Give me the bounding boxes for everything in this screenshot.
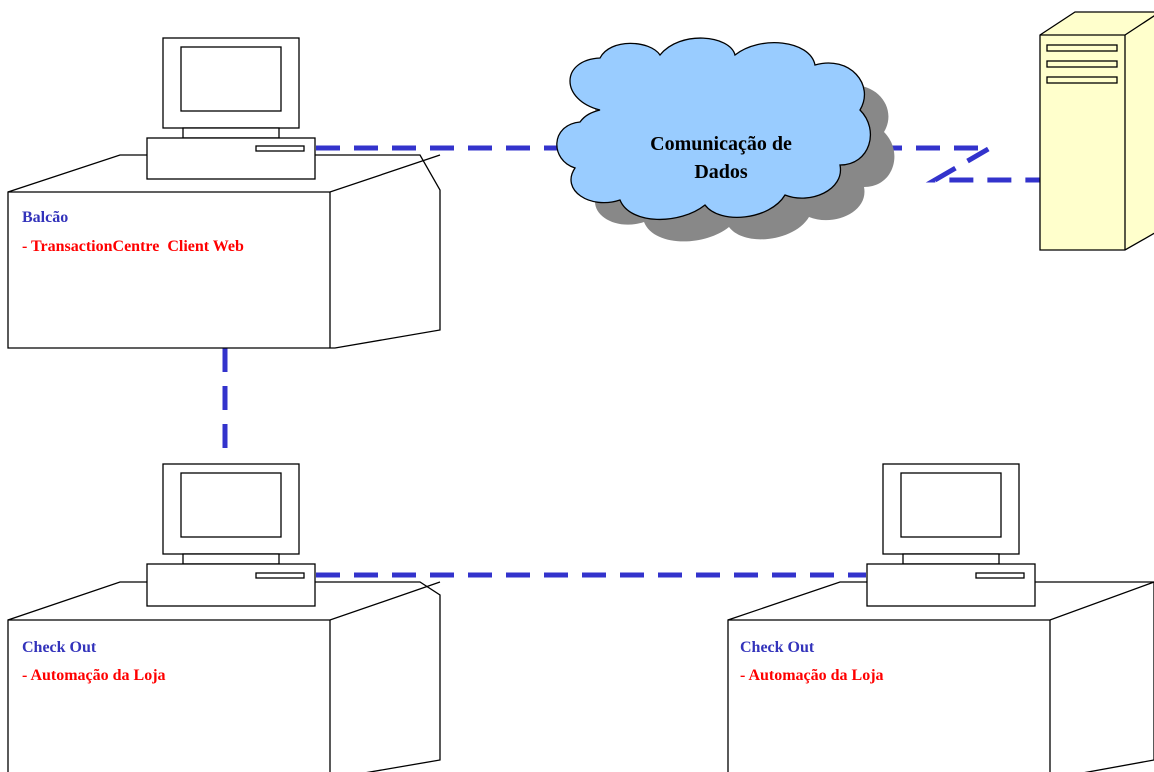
checkout-right-title: Check Out: [740, 639, 815, 656]
balcao-title: Balcão: [22, 209, 68, 226]
cloud-label-line1: Comunicação de: [650, 133, 792, 155]
balcao-subtitle: - TransactionCentre Client Web: [22, 238, 244, 255]
checkout-left-title: Check Out: [22, 639, 97, 656]
cloud-body: [556, 37, 871, 221]
checkout-right-subtitle: - Automação da Loja: [740, 667, 884, 684]
cloud-label-line2: Dados: [694, 161, 748, 183]
server-tower-icon: [1039, 11, 1154, 251]
checkout-right-workstation: Check Out - Automação da Loja: [727, 463, 1154, 772]
desk-box: [7, 581, 441, 772]
desk-box: [727, 581, 1154, 772]
desktop-computer-icon: [866, 463, 1036, 607]
desktop-computer-icon: [146, 463, 316, 607]
desktop-computer-icon: [146, 37, 316, 180]
checkout-left-workstation: Check Out - Automação da Loja: [7, 463, 441, 772]
connectors: [222, 145, 1040, 578]
balcao-workstation: Balcão - TransactionCentre Client Web: [7, 37, 441, 349]
desk-box: [7, 154, 441, 349]
connector-cloud-server: [878, 145, 1040, 183]
network-cloud-icon: Comunicação de Dados: [556, 37, 895, 242]
checkout-left-subtitle: - Automação da Loja: [22, 667, 166, 684]
